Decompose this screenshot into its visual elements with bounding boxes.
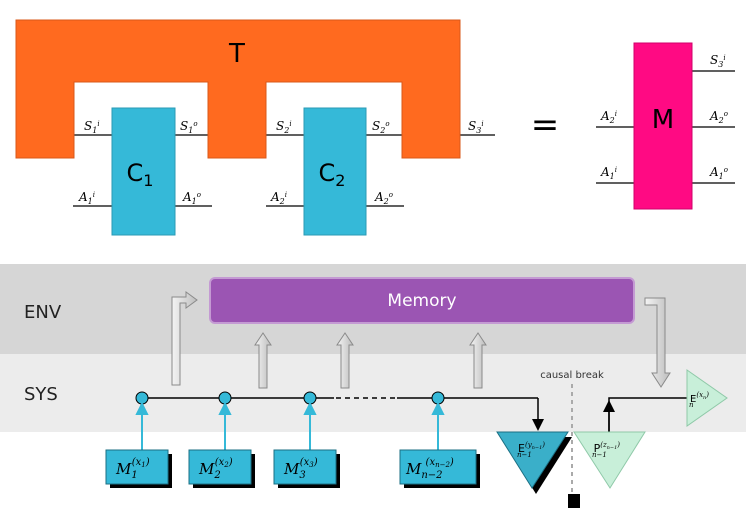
equals-sign: =: [531, 105, 560, 145]
comb-composition: T C1 C2 S1i S1o S2i S2o S3i A1i A1o A2i …: [15, 19, 735, 236]
label-m-s3i: S3i: [710, 53, 726, 69]
label-a2i: A2i: [270, 190, 287, 206]
causal-break-label: causal break: [540, 370, 604, 381]
label-a1o: A1o: [182, 190, 201, 206]
memory-label: Memory: [387, 291, 456, 311]
up-arrow-3: [336, 332, 354, 389]
top-wire-labels: S1i S1o S2i S2o S3i A1i A1o A2i A2o: [78, 119, 484, 206]
label-m-a2o: A2o: [709, 109, 728, 125]
svg-text:M1(x1): M1(x1): [115, 457, 150, 481]
memory-box: [209, 277, 635, 324]
instrument-n2: Mn−2(xn−2): [399, 449, 480, 488]
instrument-2: M2(x2): [188, 449, 255, 488]
tester-T-box: [15, 19, 461, 159]
memory-input-arrow: [171, 291, 198, 386]
map-wires: [596, 70, 735, 184]
sys-band: [0, 354, 746, 432]
map-M-box: [633, 42, 693, 210]
top-wires: [70, 134, 495, 207]
instrument-3: M3(x3): [273, 449, 340, 488]
preparation-P-n-1: P(zn−1)n−1: [568, 431, 646, 508]
svg-text:M3(x3): M3(x3): [283, 457, 318, 481]
sys-label: SYS: [24, 384, 58, 405]
svg-text:Mn−2(xn−2): Mn−2(xn−2): [405, 457, 454, 481]
svg-text:M2(x2): M2(x2): [198, 457, 233, 481]
map-wire-labels: S3i A2i A2o A1i A1o: [600, 53, 728, 181]
comb-C2-label: C2: [319, 159, 346, 190]
label-a1i: A1i: [78, 190, 95, 206]
memory-output-arrow: [644, 297, 671, 388]
label-s1o: S1o: [180, 119, 198, 135]
label-m-a2i: A2i: [600, 109, 617, 125]
up-arrow-2: [254, 332, 272, 389]
instrument-1: M1(x1): [105, 449, 172, 488]
label-s1i: S1i: [84, 119, 100, 135]
comb-C1-box: [111, 107, 176, 236]
label-s2o: S2o: [372, 119, 390, 135]
label-m-a1i: A1i: [600, 165, 617, 181]
up-arrow-n2: [469, 332, 487, 389]
svg-text:P(zn−1)n−1: P(zn−1)n−1: [592, 441, 620, 459]
label-s2i: S2i: [276, 119, 292, 135]
effect-E-n-1: E(yn−1)n−1: [496, 431, 572, 494]
svg-text:E(xn)n: E(xn)n: [689, 391, 709, 409]
comb-C2-box: [303, 107, 367, 236]
label-m-a1o: A1o: [709, 165, 728, 181]
map-label: M: [652, 105, 674, 135]
effect-E-n: E(xn)n: [686, 369, 728, 427]
comb-C1-label: C1: [127, 159, 154, 190]
tester-label: T: [228, 39, 245, 69]
env-label: ENV: [24, 302, 62, 323]
instrument-arrows: [135, 401, 445, 452]
label-s3i: S3i: [468, 119, 484, 135]
svg-text:E(yn−1)n−1: E(yn−1)n−1: [517, 441, 545, 459]
process-diagram: ENV SYS Memory causal break: [0, 264, 746, 508]
label-a2o: A2o: [374, 190, 393, 206]
